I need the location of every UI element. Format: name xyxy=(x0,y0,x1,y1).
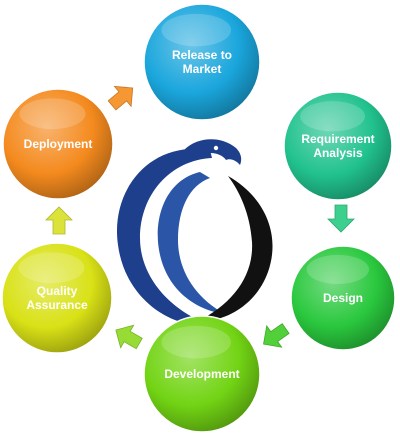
stage-deployment-circle xyxy=(2,88,114,200)
stage-requirement-label-line-2: Analysis xyxy=(313,146,363,160)
eagle-logo-eye xyxy=(213,145,219,151)
stage-deployment-highlight xyxy=(19,98,86,130)
stages-layer: Release toMarketRequirementAnalysisDesig… xyxy=(1,3,396,433)
stage-quality-label-line-2: Assurance xyxy=(26,298,88,312)
eagle-logo-blue-crescent xyxy=(116,148,215,327)
stage-release-label-line-1: Release to xyxy=(172,48,232,62)
arrow-requirement-to-design xyxy=(327,204,355,233)
arrow-development-to-quality xyxy=(115,324,143,350)
stage-quality-highlight xyxy=(18,252,85,284)
stage-development-highlight xyxy=(161,325,231,359)
stage-development: Development xyxy=(143,315,261,433)
stage-requirement-highlight xyxy=(300,101,365,132)
arrow-deployment-to-release-shape xyxy=(107,85,134,111)
stage-deployment-label-line-1: Deployment xyxy=(24,137,93,151)
stage-design-circle xyxy=(290,245,396,351)
stage-quality-label-line-1: Quality xyxy=(37,284,78,298)
stage-quality-circle xyxy=(1,242,113,354)
arrow-quality-to-deployment-shape xyxy=(45,206,73,235)
eagle-logo-head xyxy=(184,139,242,165)
stage-design-label-line-1: Design xyxy=(323,291,363,305)
stage-requirement-circle xyxy=(283,91,393,201)
stage-release-highlight xyxy=(161,13,231,47)
eagle-logo-black-wing xyxy=(196,176,273,322)
stage-development-label-line-1: Development xyxy=(164,367,239,381)
stage-deployment: Deployment xyxy=(2,88,114,200)
stage-release-circle xyxy=(143,3,261,121)
stage-development-circle xyxy=(143,315,261,433)
stage-design: Design xyxy=(290,245,396,351)
stage-requirement-label-line-1: Requirement xyxy=(301,132,374,146)
eagle-logo xyxy=(116,139,273,327)
stage-release-label-line-2: Market xyxy=(183,62,222,76)
arrow-design-to-development-shape xyxy=(263,323,290,348)
arrow-design-to-development xyxy=(263,323,290,348)
arrow-deployment-to-release xyxy=(107,85,134,111)
arrow-development-to-quality-shape xyxy=(115,324,143,350)
arrow-quality-to-deployment xyxy=(45,206,73,235)
eagle-logo-blue-inner xyxy=(157,172,225,314)
arrow-requirement-to-design-shape xyxy=(327,204,355,233)
stage-design-highlight xyxy=(306,254,369,284)
arrows-layer xyxy=(45,85,355,350)
